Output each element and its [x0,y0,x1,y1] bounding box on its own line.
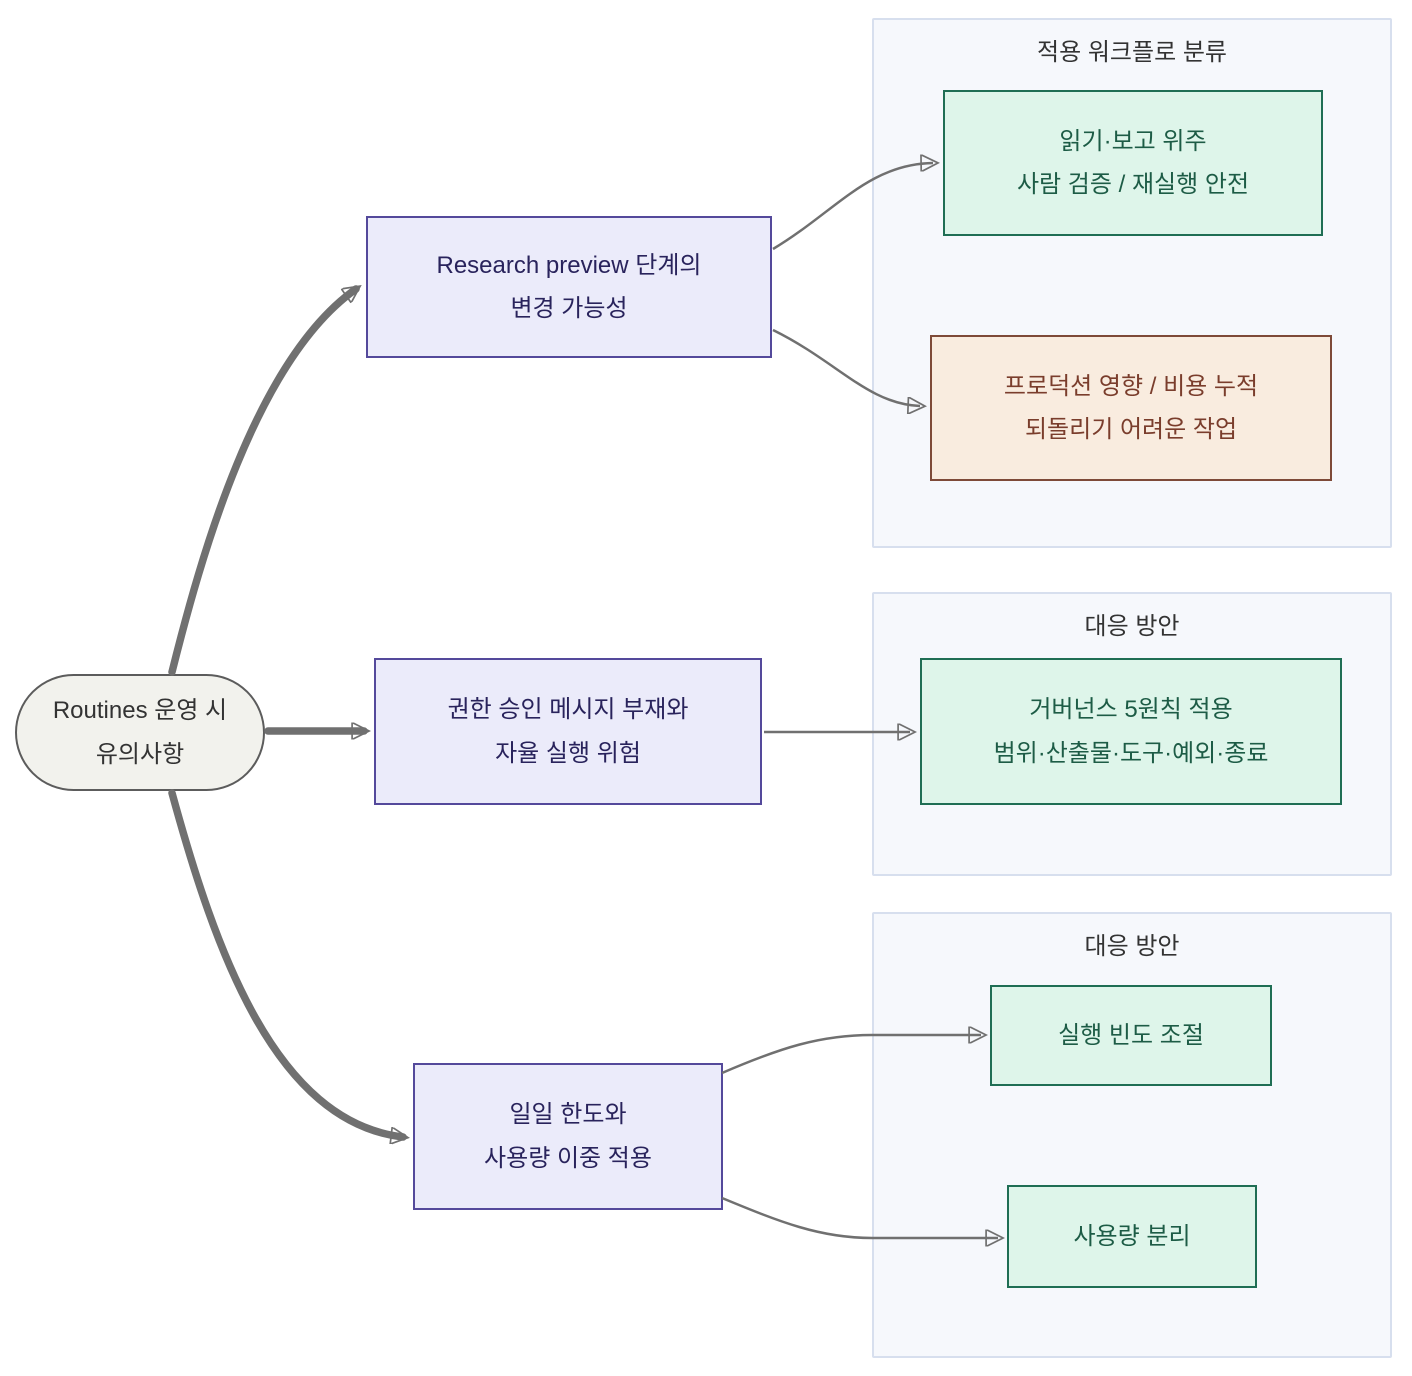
root-node: Routines 운영 시 유의사항 [15,674,265,791]
branch-label-line1: 권한 승인 메시지 부재와 [447,696,689,724]
node-label-line1: 사용량 분리 [1073,1222,1191,1250]
node-label-line2: 사람 검증 / 재실행 안전 [1016,171,1250,198]
branch-research-preview: Research preview 단계의 변경 가능성 [366,216,772,358]
group-title: 대응 방안 [1084,613,1180,640]
node-label-line1: 실행 빈도 조절 [1058,1021,1204,1049]
node-frequency-control: 실행 빈도 조절 [990,985,1272,1086]
root-label-line1: Routines 운영 시 [52,697,228,725]
edge-root-to-daily-limit [168,789,403,1137]
node-production-impact: 프로덕션 영향 / 비용 누적 되돌리기 어려운 작업 [930,335,1332,481]
branch-permission-risk: 권한 승인 메시지 부재와 자율 실행 위험 [374,658,762,805]
node-label-line1: 읽기·보고 위주 [1059,127,1207,155]
node-governance-principles: 거버넌스 5원칙 적용 범위·산출물·도구·예외·종료 [920,658,1342,805]
node-label-line2: 되돌리기 어려운 작업 [1024,416,1238,443]
node-label-line1: 거버넌스 5원칙 적용 [1029,696,1233,724]
node-read-report-safe: 읽기·보고 위주 사람 검증 / 재실행 안전 [943,90,1323,236]
node-usage-separation: 사용량 분리 [1007,1185,1257,1288]
branch-label-line1: 일일 한도와 [509,1101,627,1129]
branch-daily-limit: 일일 한도와 사용량 이중 적용 [413,1063,723,1210]
group-title: 적용 워크플로 분류 [1037,39,1227,66]
branch-label-line2: 자율 실행 위험 [495,739,641,767]
branch-label-line2: 변경 가능성 [510,295,628,322]
edge-root-to-research [168,289,356,676]
group-title: 대응 방안 [1084,933,1180,960]
group-countermeasure-limits: 대응 방안 [872,912,1392,1358]
branch-label-line2: 사용량 이중 적용 [484,1144,652,1172]
node-label-line1: 프로덕션 영향 / 비용 누적 [1003,372,1259,400]
root-label-line2: 유의사항 [95,740,185,768]
node-label-line2: 범위·산출물·도구·예외·종료 [993,739,1269,767]
branch-label-line1: Research preview 단계의 [436,251,702,279]
